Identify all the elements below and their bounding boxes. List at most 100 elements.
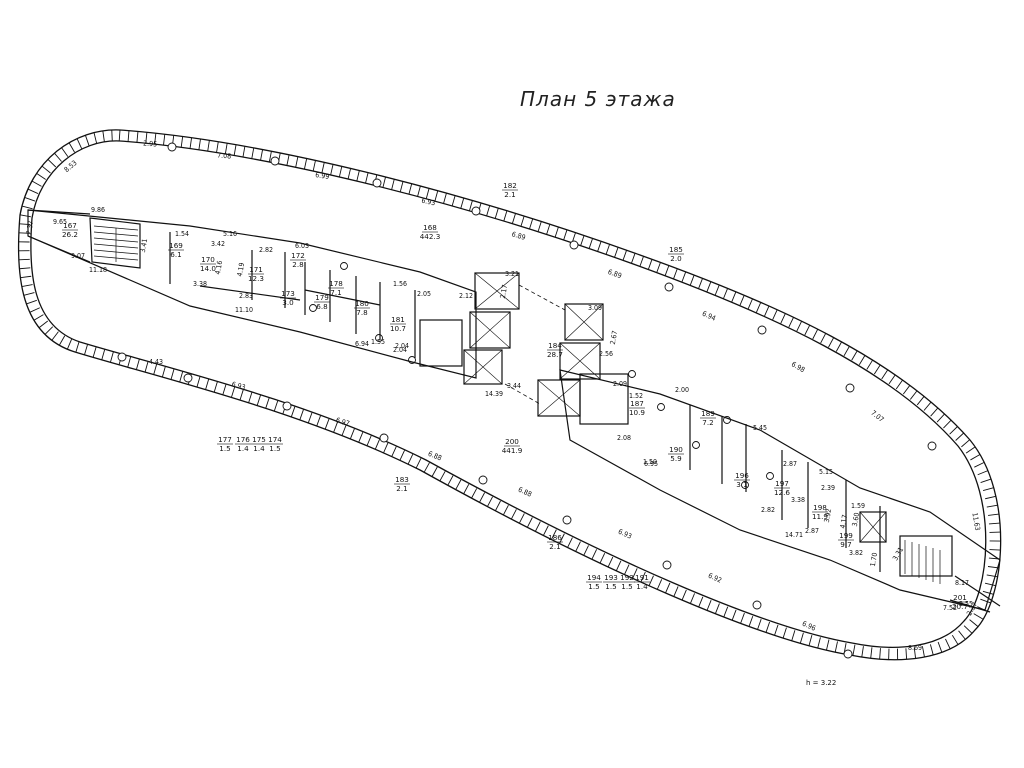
mullion bbox=[698, 278, 703, 289]
room-area: 3.0 bbox=[282, 298, 294, 307]
mullion bbox=[486, 205, 491, 217]
mullion bbox=[161, 366, 166, 378]
mullion bbox=[905, 648, 908, 660]
mullion bbox=[647, 259, 653, 270]
dimension-label: 9.65 bbox=[53, 218, 67, 226]
mullion bbox=[982, 590, 994, 595]
mullion bbox=[251, 147, 255, 159]
mullion bbox=[607, 556, 614, 568]
dimension-label: 2.87 bbox=[805, 527, 819, 535]
dimension-label: 2.95 bbox=[143, 140, 158, 149]
mullion bbox=[61, 147, 69, 157]
mullion bbox=[26, 299, 37, 305]
mullion bbox=[923, 401, 932, 411]
dimension-label: 2.37 bbox=[25, 220, 35, 235]
mullion bbox=[399, 450, 405, 461]
room-area: 1.4 bbox=[253, 444, 265, 453]
mullion bbox=[949, 426, 958, 435]
mullion bbox=[835, 341, 842, 352]
mullion bbox=[599, 553, 606, 564]
mullion bbox=[222, 384, 227, 395]
room-number: 173 bbox=[281, 289, 295, 298]
room-number: 175 bbox=[252, 435, 266, 444]
room-number: 183 bbox=[395, 475, 409, 484]
mullion bbox=[921, 646, 925, 658]
mullion bbox=[391, 446, 397, 457]
mullion bbox=[47, 159, 57, 168]
mullion bbox=[731, 291, 737, 303]
mullion bbox=[902, 385, 911, 395]
dimension-label: 3.44 bbox=[507, 382, 521, 390]
mullion bbox=[528, 218, 534, 230]
mullion bbox=[109, 351, 114, 363]
dimension-label: 4.17 bbox=[839, 514, 849, 529]
mullion bbox=[980, 598, 991, 604]
mullion bbox=[580, 235, 585, 247]
mullion bbox=[273, 400, 279, 412]
mullion bbox=[731, 609, 737, 621]
dimension-label: 9.07 bbox=[71, 252, 85, 260]
mullion bbox=[356, 170, 360, 182]
mullion bbox=[648, 575, 654, 586]
dimension-label: 6.93 bbox=[617, 528, 633, 541]
room-number: 170 bbox=[201, 255, 215, 264]
dimension-label: 3.41 bbox=[139, 238, 149, 253]
dimension-label: 14.71 bbox=[785, 531, 803, 539]
mullion bbox=[881, 369, 889, 380]
room-number: 177 bbox=[218, 435, 232, 444]
mullion bbox=[75, 341, 80, 353]
mullion bbox=[681, 271, 687, 283]
dimension-label: 3.60 bbox=[851, 512, 861, 527]
mullion bbox=[33, 314, 44, 321]
mullion bbox=[747, 298, 753, 310]
mullion bbox=[153, 363, 158, 375]
dimension-label: 2.56 bbox=[599, 350, 613, 358]
mullion bbox=[518, 513, 525, 524]
mullion bbox=[455, 479, 462, 490]
mullion bbox=[265, 397, 270, 409]
mullion bbox=[341, 425, 347, 436]
mullion bbox=[471, 488, 478, 499]
mullion bbox=[383, 442, 389, 454]
mullion bbox=[974, 461, 985, 468]
room-area: 6.1 bbox=[170, 250, 181, 259]
dimension-label: 1.59 bbox=[851, 502, 865, 510]
mullion bbox=[543, 525, 549, 536]
mullion bbox=[29, 307, 40, 313]
mullion bbox=[820, 333, 827, 344]
plan-title: План 5 этажа bbox=[520, 87, 676, 111]
mullion bbox=[757, 618, 762, 630]
room-number: 191 bbox=[635, 573, 649, 582]
mullion bbox=[984, 582, 996, 587]
mullion bbox=[624, 564, 630, 575]
dimension-label: 3.38 bbox=[791, 496, 805, 504]
mullion bbox=[817, 637, 821, 649]
mullion bbox=[588, 238, 594, 249]
mullion bbox=[788, 317, 794, 328]
mullion bbox=[196, 376, 201, 388]
room-area: 5.9 bbox=[670, 454, 682, 463]
dimension-label: 2.04 bbox=[393, 346, 407, 354]
mullion bbox=[198, 139, 201, 151]
mullion bbox=[639, 256, 644, 267]
mullion bbox=[27, 188, 39, 194]
mullion bbox=[44, 326, 54, 335]
room-number: 198 bbox=[813, 503, 827, 512]
room-number: 194 bbox=[587, 573, 601, 582]
mullion bbox=[434, 190, 439, 202]
mullion bbox=[958, 630, 966, 640]
mullion bbox=[468, 200, 473, 212]
mullion bbox=[260, 149, 264, 161]
